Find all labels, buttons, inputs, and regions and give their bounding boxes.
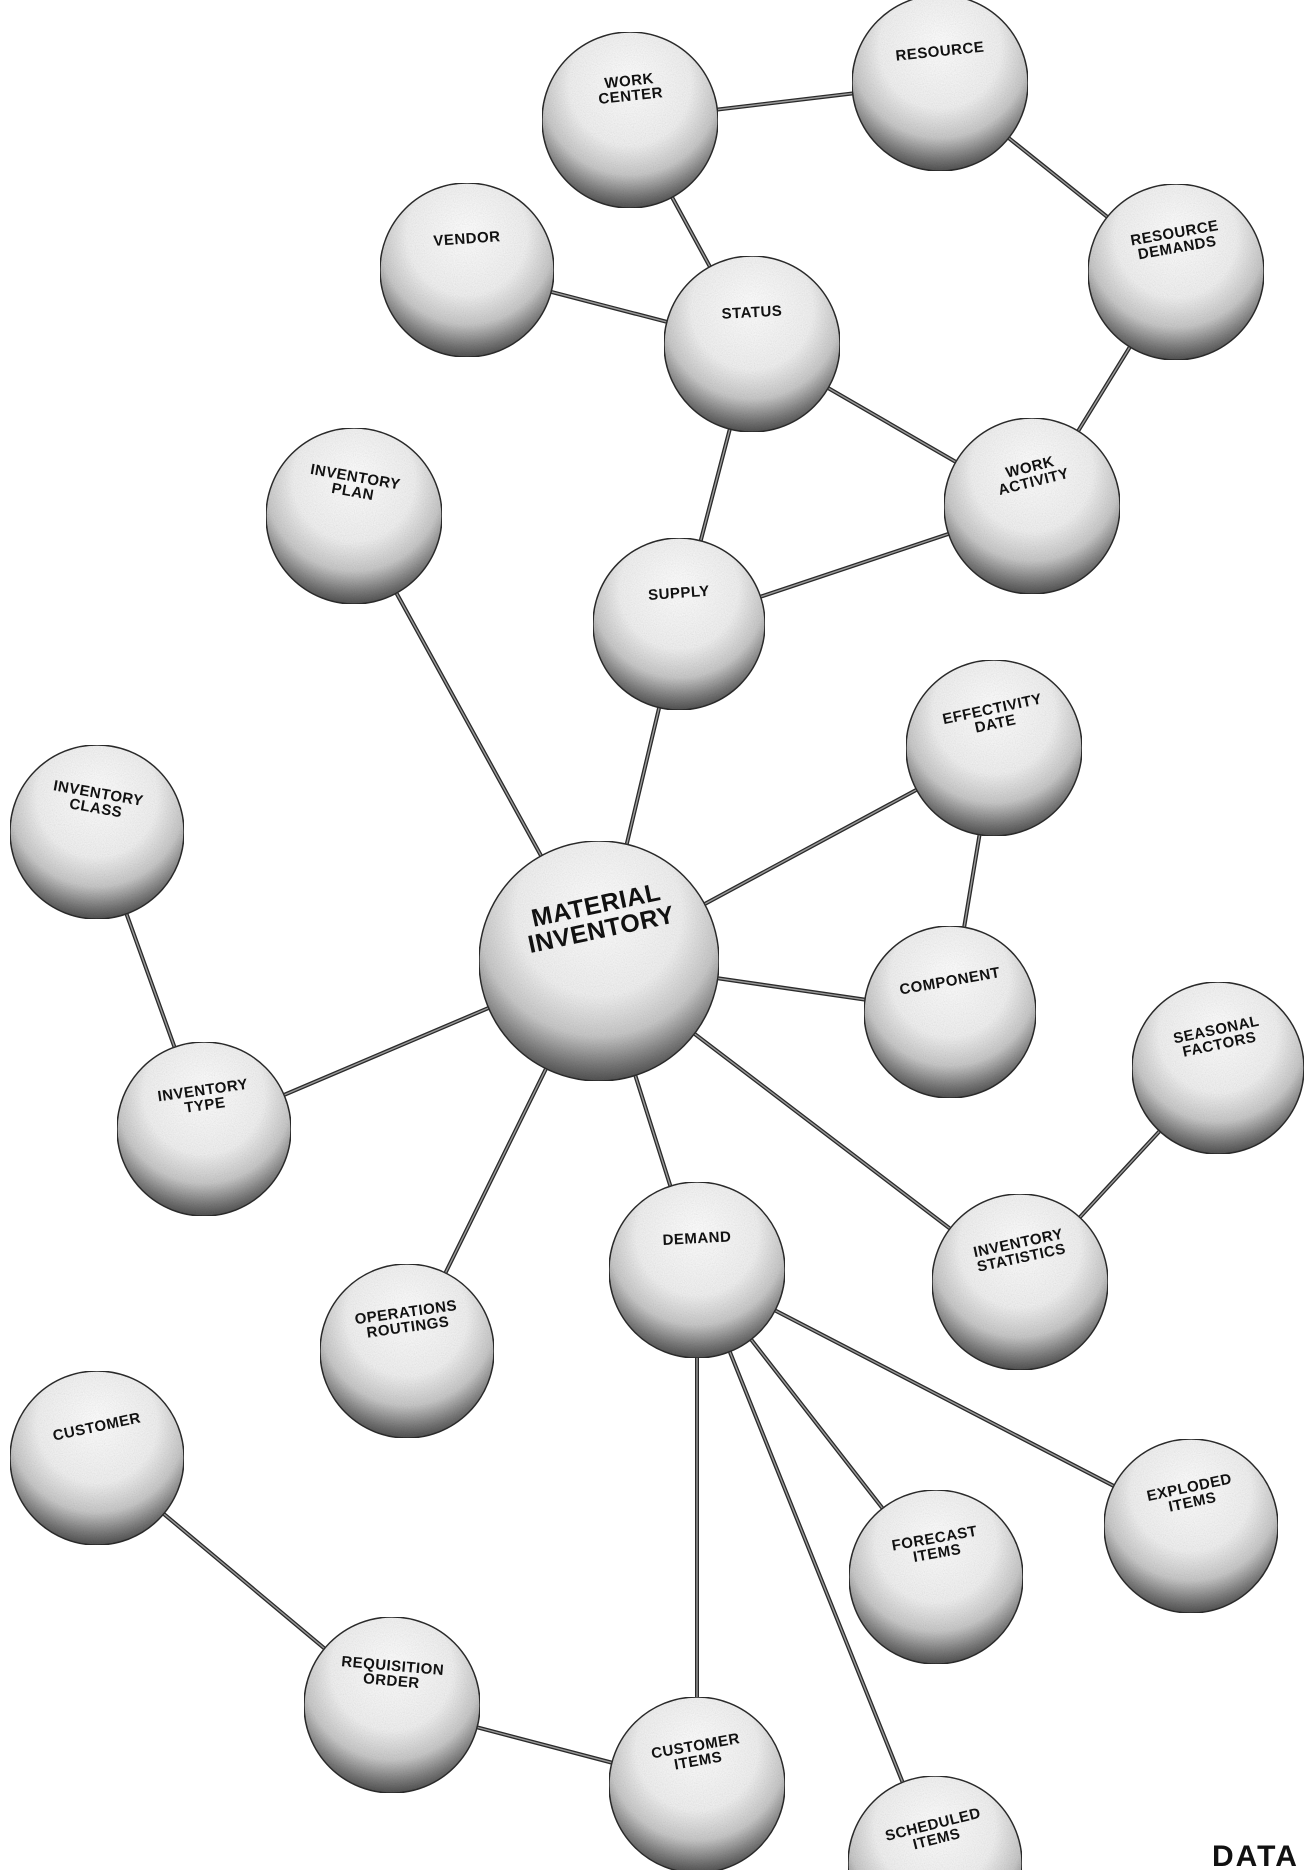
work-activity-sphere [943,417,1121,595]
forecast-items-sphere [848,1489,1024,1665]
operations-routings-sphere [319,1263,495,1439]
supply-label-line-1: SUPPLY [648,583,711,604]
inventory-plan-sphere [265,427,443,605]
component-sphere [863,925,1037,1099]
work-center-sphere [541,31,719,209]
demand-sphere [608,1181,786,1359]
node-vendor[interactable]: VENDOR [379,182,555,358]
requisition-order-sphere [303,1616,481,1794]
supply-sphere [592,537,766,711]
work-center-label-line-2: CENTER [598,84,664,108]
inventory-type-sphere [116,1041,292,1217]
scheduled-items-sphere [847,1775,1023,1870]
connector-demand-to-exploded-items [695,1268,1193,1528]
node-component[interactable]: COMPONENT [863,925,1037,1099]
corner-text: DATA [1212,1840,1299,1870]
status-label-line-1: STATUS [721,303,783,323]
material-inventory-sphere [478,840,720,1082]
status-sphere [663,255,841,433]
customer-sphere [9,1370,185,1546]
effectivity-date-sphere [905,659,1083,837]
resource-demands-sphere [1087,183,1265,361]
requisition-order-label-line-2: ORDER [362,1670,420,1692]
exploded-items-sphere [1103,1438,1279,1614]
vendor-label-line-1: VENDOR [433,228,501,250]
seasonal-factors-sphere [1131,981,1305,1155]
node-demand[interactable]: DEMAND [608,1181,786,1359]
connector-demand-to-scheduled-items [695,1268,937,1865]
vendor-sphere [379,182,555,358]
resource-sphere [851,0,1029,172]
node-status[interactable]: STATUS [663,255,841,433]
customer-items-sphere [608,1696,786,1870]
node-resource[interactable]: RESOURCE [851,0,1029,172]
demand-label-line-1: DEMAND [662,1228,732,1249]
inventory-class-sphere [9,744,185,920]
node-supply[interactable]: SUPPLY [592,537,766,711]
inventory-type-label-line-2: TYPE [183,1094,226,1117]
work-center-label-line-1: WORK [604,70,655,92]
inventory-statistics-sphere [931,1193,1109,1371]
node-customer[interactable]: CUSTOMER [9,1370,185,1546]
